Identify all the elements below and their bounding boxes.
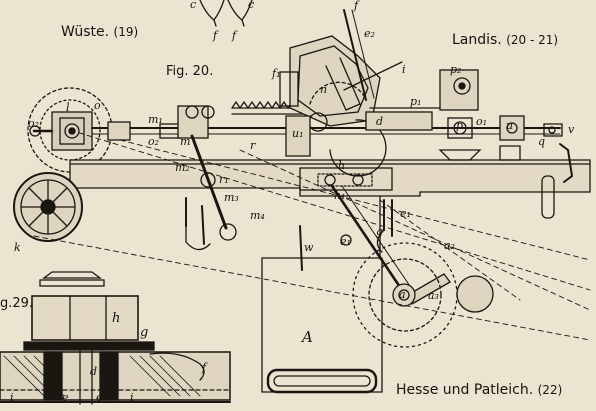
part-label-r: r xyxy=(250,139,256,152)
handwheel xyxy=(13,172,83,242)
bolt-detail xyxy=(0,271,231,405)
bolt-label-d: d xyxy=(90,365,98,378)
part-label-a: a xyxy=(399,288,406,301)
top-fragment xyxy=(199,0,253,27)
figure-29-label: g.29. xyxy=(0,296,34,311)
right-assembly xyxy=(365,69,574,219)
part-label-p: p xyxy=(456,119,464,132)
left-levers xyxy=(185,134,237,251)
part-label-v: v xyxy=(568,123,575,136)
part-label-e1b: e₁ xyxy=(400,207,411,220)
part-label-top-c2: c xyxy=(248,0,255,11)
bolt-label-g: g xyxy=(140,325,149,340)
part-label-o2b: o₂ xyxy=(148,135,160,148)
part-label-k: k xyxy=(14,241,21,254)
caption-landis-name: Landis. xyxy=(452,32,502,48)
part-label-i: i xyxy=(402,63,406,76)
caption-landis: Landis. (20 - 21) xyxy=(452,32,558,48)
part-label-m: m xyxy=(180,135,191,148)
part-label-o: o xyxy=(94,99,101,112)
construction-lines xyxy=(33,129,591,341)
part-label-o2: o₂ xyxy=(28,117,40,130)
part-label-l: l xyxy=(66,101,70,114)
caption-wuste-ref: (19) xyxy=(113,25,139,39)
caption-hesse: Hesse und Patleich. (22) xyxy=(396,382,562,398)
part-label-u1: u₁ xyxy=(292,127,304,140)
part-label-n: n xyxy=(320,83,328,96)
bolt-label-h: h xyxy=(112,311,121,326)
part-label-a3: a₃ xyxy=(428,289,439,302)
part-label-w: w xyxy=(304,241,314,254)
part-label-m4: m₄ xyxy=(250,209,265,222)
part-label-p2: p₂ xyxy=(450,63,462,76)
part-label-top-f2: f xyxy=(232,29,237,42)
part-label-m3: m₃ xyxy=(224,191,239,204)
part-label-o1: o₁ xyxy=(476,115,488,128)
bolt-label-e1: e xyxy=(62,391,69,404)
part-label-top-f1: f xyxy=(213,29,218,42)
part-label-e2: e₂ xyxy=(364,27,375,40)
part-label-q: q xyxy=(538,135,546,148)
part-label-top-c1: c xyxy=(190,0,197,11)
part-label-e1: e₁ xyxy=(340,235,351,248)
part-label-m1: m₁ xyxy=(148,113,163,126)
part-label-a2: a₂ xyxy=(444,239,455,252)
machine-bed xyxy=(69,159,591,394)
bolt-label-f: f xyxy=(202,361,207,374)
part-label-d: d xyxy=(376,115,384,128)
part-label-h1: h₁ xyxy=(334,189,346,202)
caption-hesse-ref: (22) xyxy=(537,383,563,397)
bolt-label-i1: i xyxy=(10,391,14,404)
part-label-f: f xyxy=(354,0,359,12)
lower-linkage xyxy=(299,184,494,348)
caption-hesse-name: Hesse und Patleich. xyxy=(396,382,534,398)
bolt-label-e2: e xyxy=(96,391,103,404)
part-label-A: A xyxy=(302,328,313,346)
main-shaft xyxy=(91,105,561,141)
caption-landis-ref: (20 - 21) xyxy=(506,33,559,47)
caption-wuste-name: Wüste. xyxy=(61,24,110,40)
part-label-m2: m₂ xyxy=(175,161,190,174)
figure-20-label: Fig. 20. xyxy=(166,64,214,79)
part-label-u: u xyxy=(506,119,514,132)
part-label-h: h xyxy=(338,159,346,172)
tool-head xyxy=(279,9,403,177)
caption-wuste: Wüste. (19) xyxy=(61,24,138,40)
bolt-label-i2: i xyxy=(130,391,134,404)
part-label-f1: f₁ xyxy=(272,67,281,80)
part-label-p1: p₁ xyxy=(410,95,422,108)
part-label-r1: r₁ xyxy=(219,173,229,186)
part-label-g: g xyxy=(376,225,384,238)
